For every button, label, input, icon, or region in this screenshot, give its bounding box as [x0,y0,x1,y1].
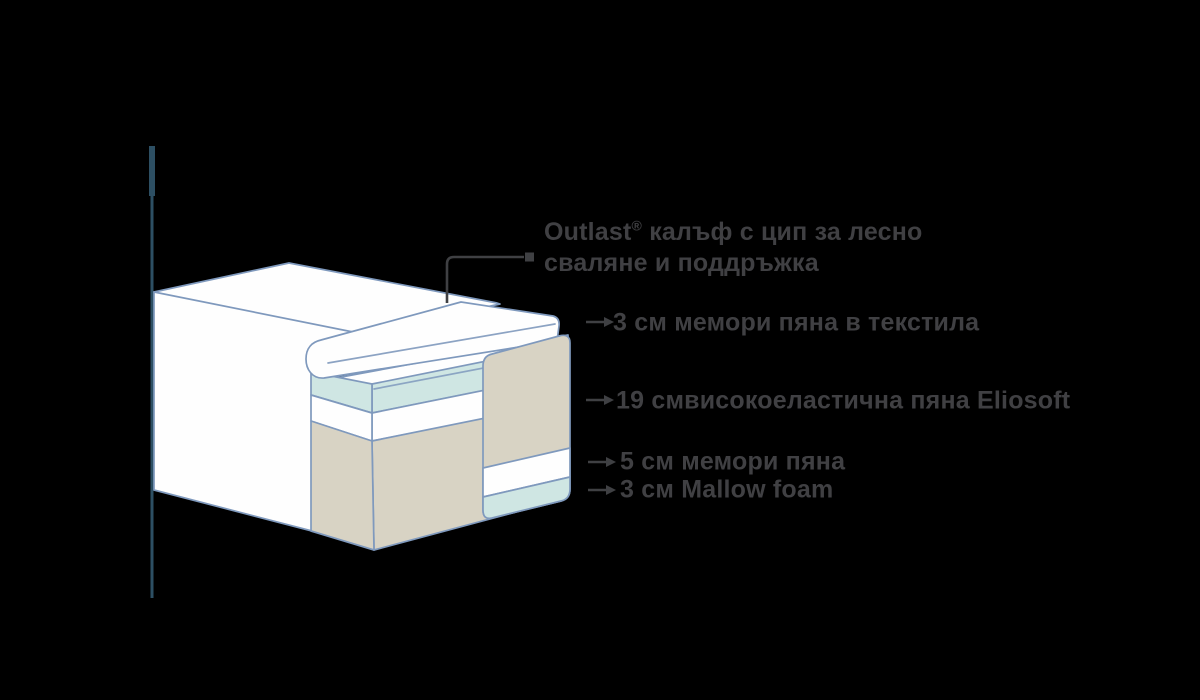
label-memory-textile: 3 см мемори пяна в текстила [613,308,980,337]
title-connector [445,252,534,303]
registered-mark: ® [631,217,643,234]
arrow-memory-textile-icon [586,317,614,327]
mattress-body-top-edge [153,291,364,335]
cover-title-line2: сваляне и поддръжка [544,249,819,277]
cover-flap-ridge [327,323,556,364]
arrow-eliosoft-icon [586,395,614,405]
cut-face-beige [310,420,375,551]
label-eliosoft: 19 смвисокоеластична пяна Eliosoft [616,386,1071,415]
layer-arrows [586,317,616,495]
label-mallow-foam: 3 см Mallow foam [620,475,834,504]
cover-flap [305,301,560,379]
arrow-memory-foam-icon [588,457,616,467]
label-memory-foam: 5 см мемори пяна [620,447,846,476]
cover-title-line1: Outlast® калъф с цип за лесно [544,217,923,246]
arrow-mallow-foam-icon [588,485,616,495]
cover-title: Outlast® калъф с цип за лесно сваляне и … [544,217,923,279]
slab-mallow-mint-band [482,476,571,520]
